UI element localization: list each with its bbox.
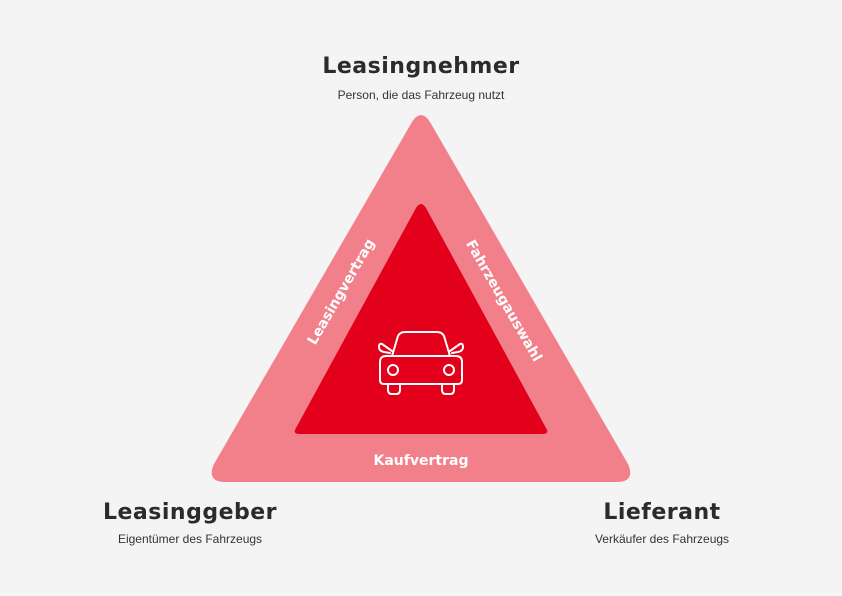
- car-icon: [378, 331, 464, 395]
- lessor-title: Leasinggeber: [102, 500, 278, 525]
- lessee-subtitle: Person, die das Fahrzeug nutzt: [337, 88, 505, 102]
- lessor-subtitle: Eigentümer des Fahrzeugs: [117, 532, 263, 546]
- supplier-subtitle: Verkäufer des Fahrzeugs: [594, 532, 730, 546]
- bottom-edge-label: Kaufvertrag: [374, 453, 469, 469]
- inner-triangle: [294, 204, 548, 434]
- supplier-title: Lieferant: [603, 500, 721, 525]
- lessee-title: Leasingnehmer: [322, 54, 520, 79]
